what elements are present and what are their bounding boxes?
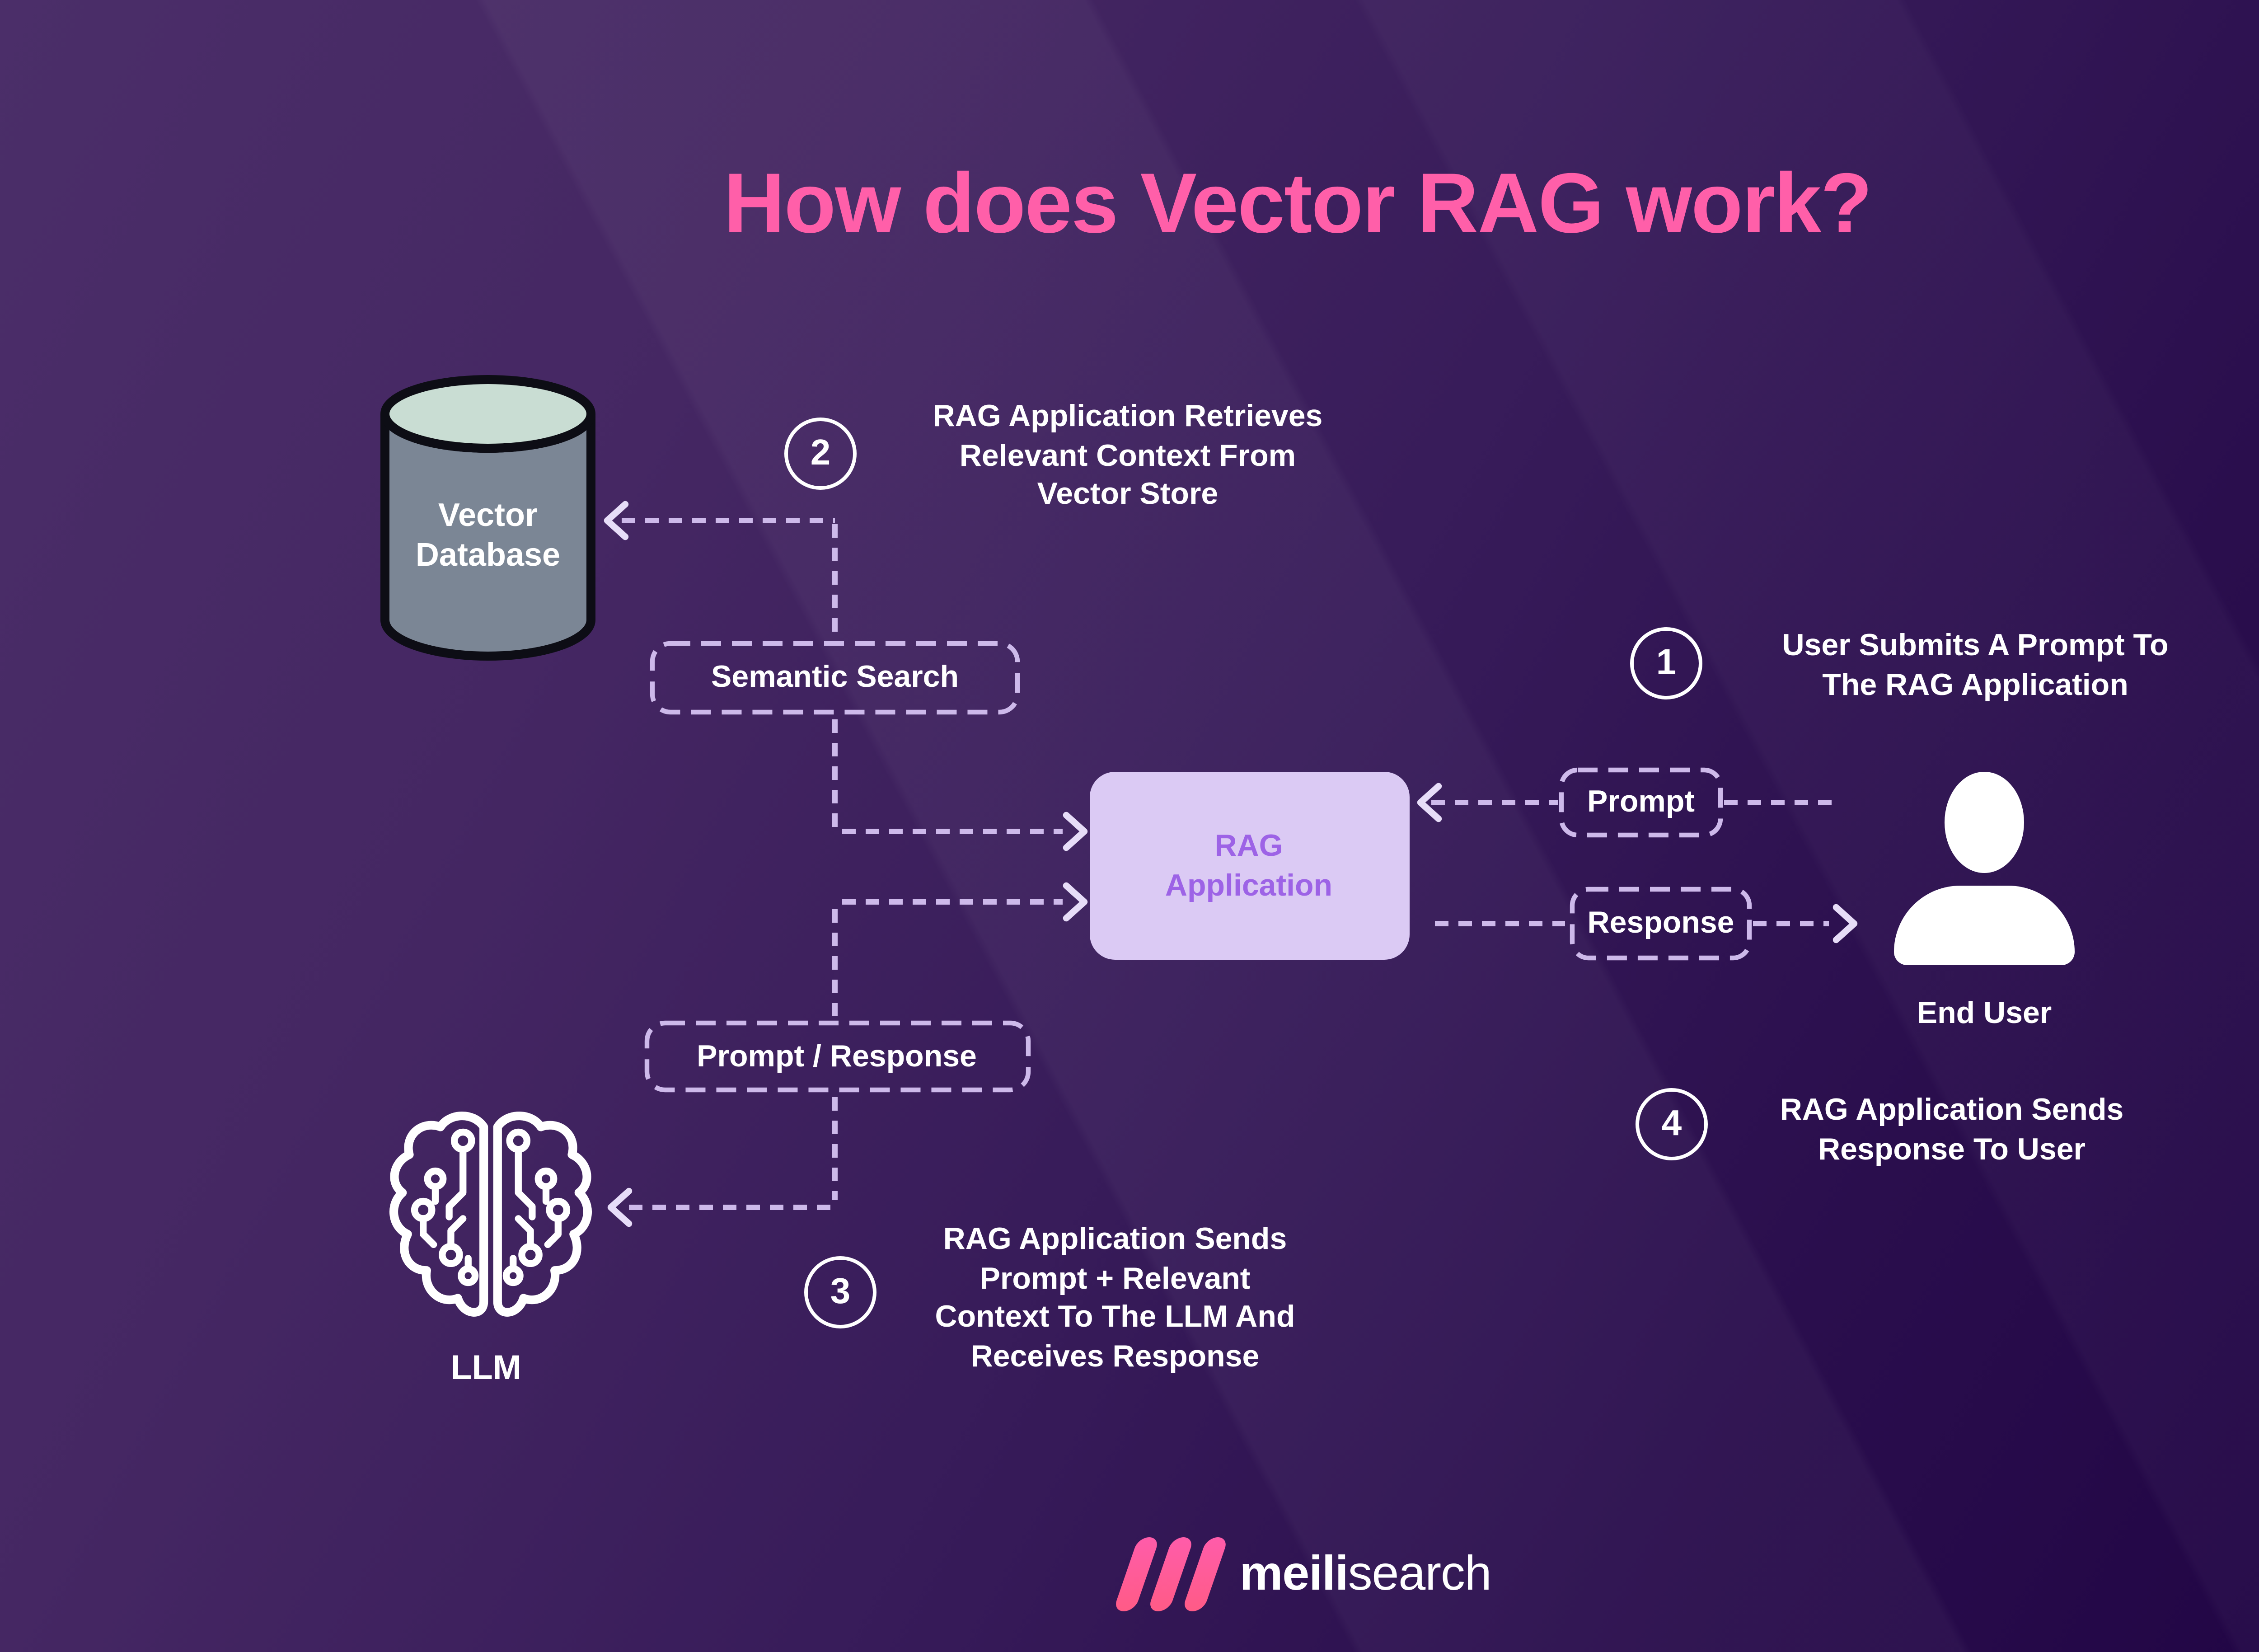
end-user-label: End User bbox=[1917, 996, 2052, 1030]
user-body-icon bbox=[1894, 886, 2075, 965]
vector-database-label: Vector Database bbox=[415, 497, 561, 573]
logo-text-regular: search bbox=[1348, 1546, 1492, 1600]
vector-database-icon bbox=[380, 375, 595, 661]
step-3-text: RAG Application Sends Prompt + Relevant … bbox=[935, 1222, 1295, 1373]
step-4-text: RAG Application Sends Response To User bbox=[1780, 1093, 2124, 1166]
prompt-box-border bbox=[1559, 767, 1723, 838]
semantic-search-label: Semantic Search bbox=[711, 660, 959, 694]
step-1-number: 1 bbox=[1656, 643, 1677, 682]
page-title: How does Vector RAG work? bbox=[723, 155, 1873, 250]
arrowheads bbox=[604, 501, 1858, 1227]
arrowhead-left-icon bbox=[1417, 783, 1442, 822]
arrowhead-right-icon bbox=[1063, 812, 1088, 851]
semantic-search-box-border bbox=[650, 641, 1020, 715]
brain-right-half bbox=[493, 1111, 592, 1317]
rag-application-box bbox=[1090, 772, 1410, 960]
step-1-text: User Submits A Prompt To The RAG Applica… bbox=[1782, 628, 2169, 701]
step-4-circle: 4 bbox=[1636, 1088, 1708, 1160]
logo-text: meilisearch bbox=[1239, 1546, 1491, 1602]
arrowhead-left-icon bbox=[607, 1187, 633, 1227]
arrowhead-right-icon bbox=[1833, 904, 1858, 943]
meilisearch-logo: meilisearch bbox=[1113, 1537, 1492, 1611]
step-1-circle: 1 bbox=[1630, 627, 1702, 699]
response-box-label: Response bbox=[1587, 906, 1734, 940]
response-box-border bbox=[1570, 887, 1752, 961]
llm-label: LLM bbox=[450, 1350, 522, 1388]
step-4-number: 4 bbox=[1661, 1103, 1682, 1143]
step-2-text: RAG Application Retrieves Relevant Conte… bbox=[933, 399, 1323, 511]
step-3-number: 3 bbox=[830, 1272, 851, 1311]
logo-text-bold: meili bbox=[1239, 1546, 1348, 1600]
arrowhead-left-icon bbox=[604, 501, 629, 540]
rag-application-label: RAG Application bbox=[1165, 829, 1333, 902]
prompt-response-label: Prompt / Response bbox=[697, 1039, 977, 1074]
brain-left-half bbox=[389, 1111, 488, 1317]
brain-icon bbox=[389, 1111, 592, 1317]
dashed-label-borders bbox=[644, 641, 1752, 1093]
user-head-icon bbox=[1945, 772, 2024, 873]
prompt-box-label: Prompt bbox=[1587, 784, 1695, 819]
step-2-number: 2 bbox=[810, 433, 831, 473]
prompt-response-box-border bbox=[644, 1020, 1031, 1093]
step-3-circle: 3 bbox=[804, 1256, 876, 1328]
logo-slashes-icon bbox=[1113, 1537, 1229, 1611]
dashed-connectors bbox=[622, 518, 1840, 1210]
arrowhead-right-icon bbox=[1063, 882, 1088, 922]
step-2-circle: 2 bbox=[784, 418, 857, 490]
